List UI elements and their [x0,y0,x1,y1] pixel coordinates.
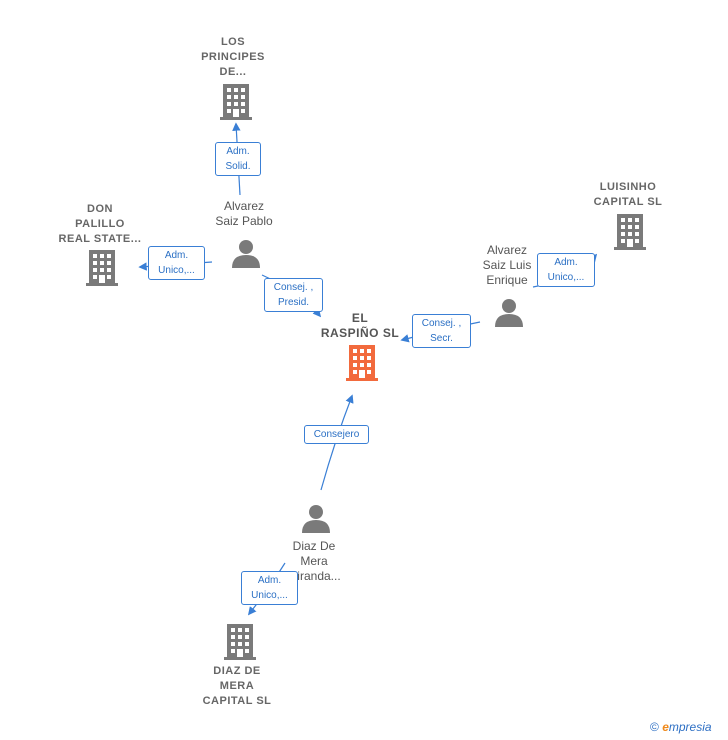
edge-label-consejero[interactable]: Consejero [304,425,369,444]
company-label-el-raspino[interactable]: EL RASPIÑO SL [320,311,400,340]
copyright-icon: © [650,720,659,734]
edge-label-consej-secr[interactable]: Consej. , Secr. [412,314,471,348]
building-icon[interactable] [86,250,118,286]
edge-label-adm-unico-palillo[interactable]: Adm. Unico,... [148,246,205,280]
building-icon[interactable] [220,84,252,120]
edge-label-consej-presid[interactable]: Consej. , Presid. [264,278,323,312]
copyright-brand[interactable]: © empresia [650,720,712,734]
company-label-los-principes[interactable]: LOS PRINCIPES DE... [201,36,265,78]
person-label-alvarez-saiz-pablo[interactable]: Alvarez Saiz Pablo [215,199,273,228]
building-icon-highlighted[interactable] [346,345,378,381]
edge-label-adm-solid[interactable]: Adm. Solid. [215,142,261,176]
person-icon[interactable] [231,238,261,268]
person-label-diaz-de-mera[interactable]: Diaz De Mera Miranda... [287,539,341,583]
building-icon[interactable] [614,214,646,250]
person-label-alvarez-saiz-luis[interactable]: Alvarez Saiz Luis Enrique [482,243,532,287]
person-icon[interactable] [301,503,331,533]
company-label-luisinho[interactable]: LUISINHO CAPITAL SL [593,181,663,208]
person-icon[interactable] [494,297,524,327]
brand-logo-letter: e [662,720,669,734]
company-label-diaz-de-mera-capital[interactable]: DIAZ DE MERA CAPITAL SL [202,665,272,707]
building-icon[interactable] [224,624,256,660]
edge-label-adm-unico-diaz[interactable]: Adm. Unico,... [241,571,298,605]
brand-logo-text: mpresia [668,720,712,734]
edge-label-adm-unico-luisinho[interactable]: Adm. Unico,... [537,253,595,287]
company-label-don-palillo[interactable]: DON PALILLO REAL STATE... [58,203,142,245]
